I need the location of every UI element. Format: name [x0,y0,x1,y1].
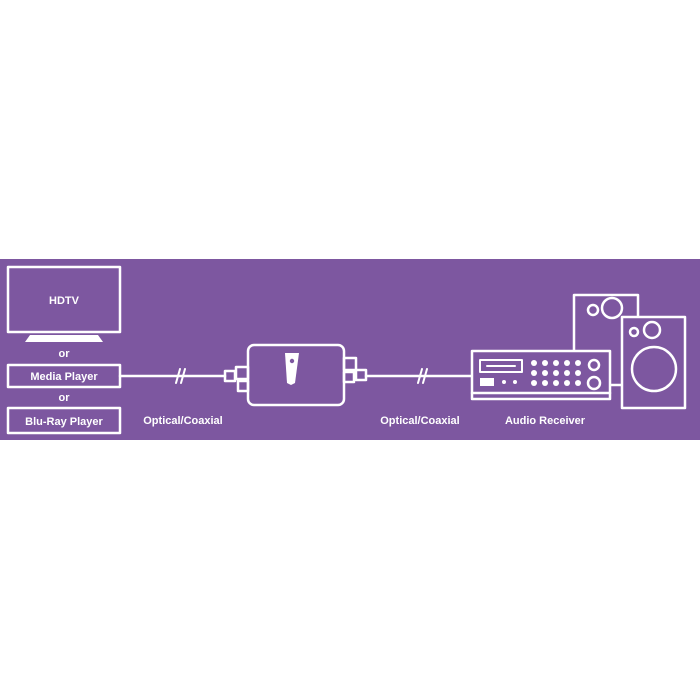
output-cable [354,368,474,384]
hdtv-icon [6,265,122,342]
output-cable-label: Optical/Coaxial [380,415,459,427]
hdtv-label: HDTV [49,295,80,307]
input-cable-label: Optical/Coaxial [143,415,222,427]
converter-box-icon [234,343,358,407]
bluray-player-box [6,406,122,435]
audio-receiver-label: Audio Receiver [505,415,586,427]
or-label-2: or [59,392,71,404]
speaker-icon [620,315,687,410]
bluray-player-label: Blu-Ray Player [25,416,103,428]
audio-receiver-icon [470,349,612,401]
or-label-1: or [59,348,71,360]
input-cable [118,368,237,384]
media-player-label: Media Player [30,371,98,383]
diagram-banner: HDTV or Media Player or Blu-Ray Player O… [0,259,700,440]
connection-diagram: HDTV or Media Player or Blu-Ray Player O… [6,265,687,435]
